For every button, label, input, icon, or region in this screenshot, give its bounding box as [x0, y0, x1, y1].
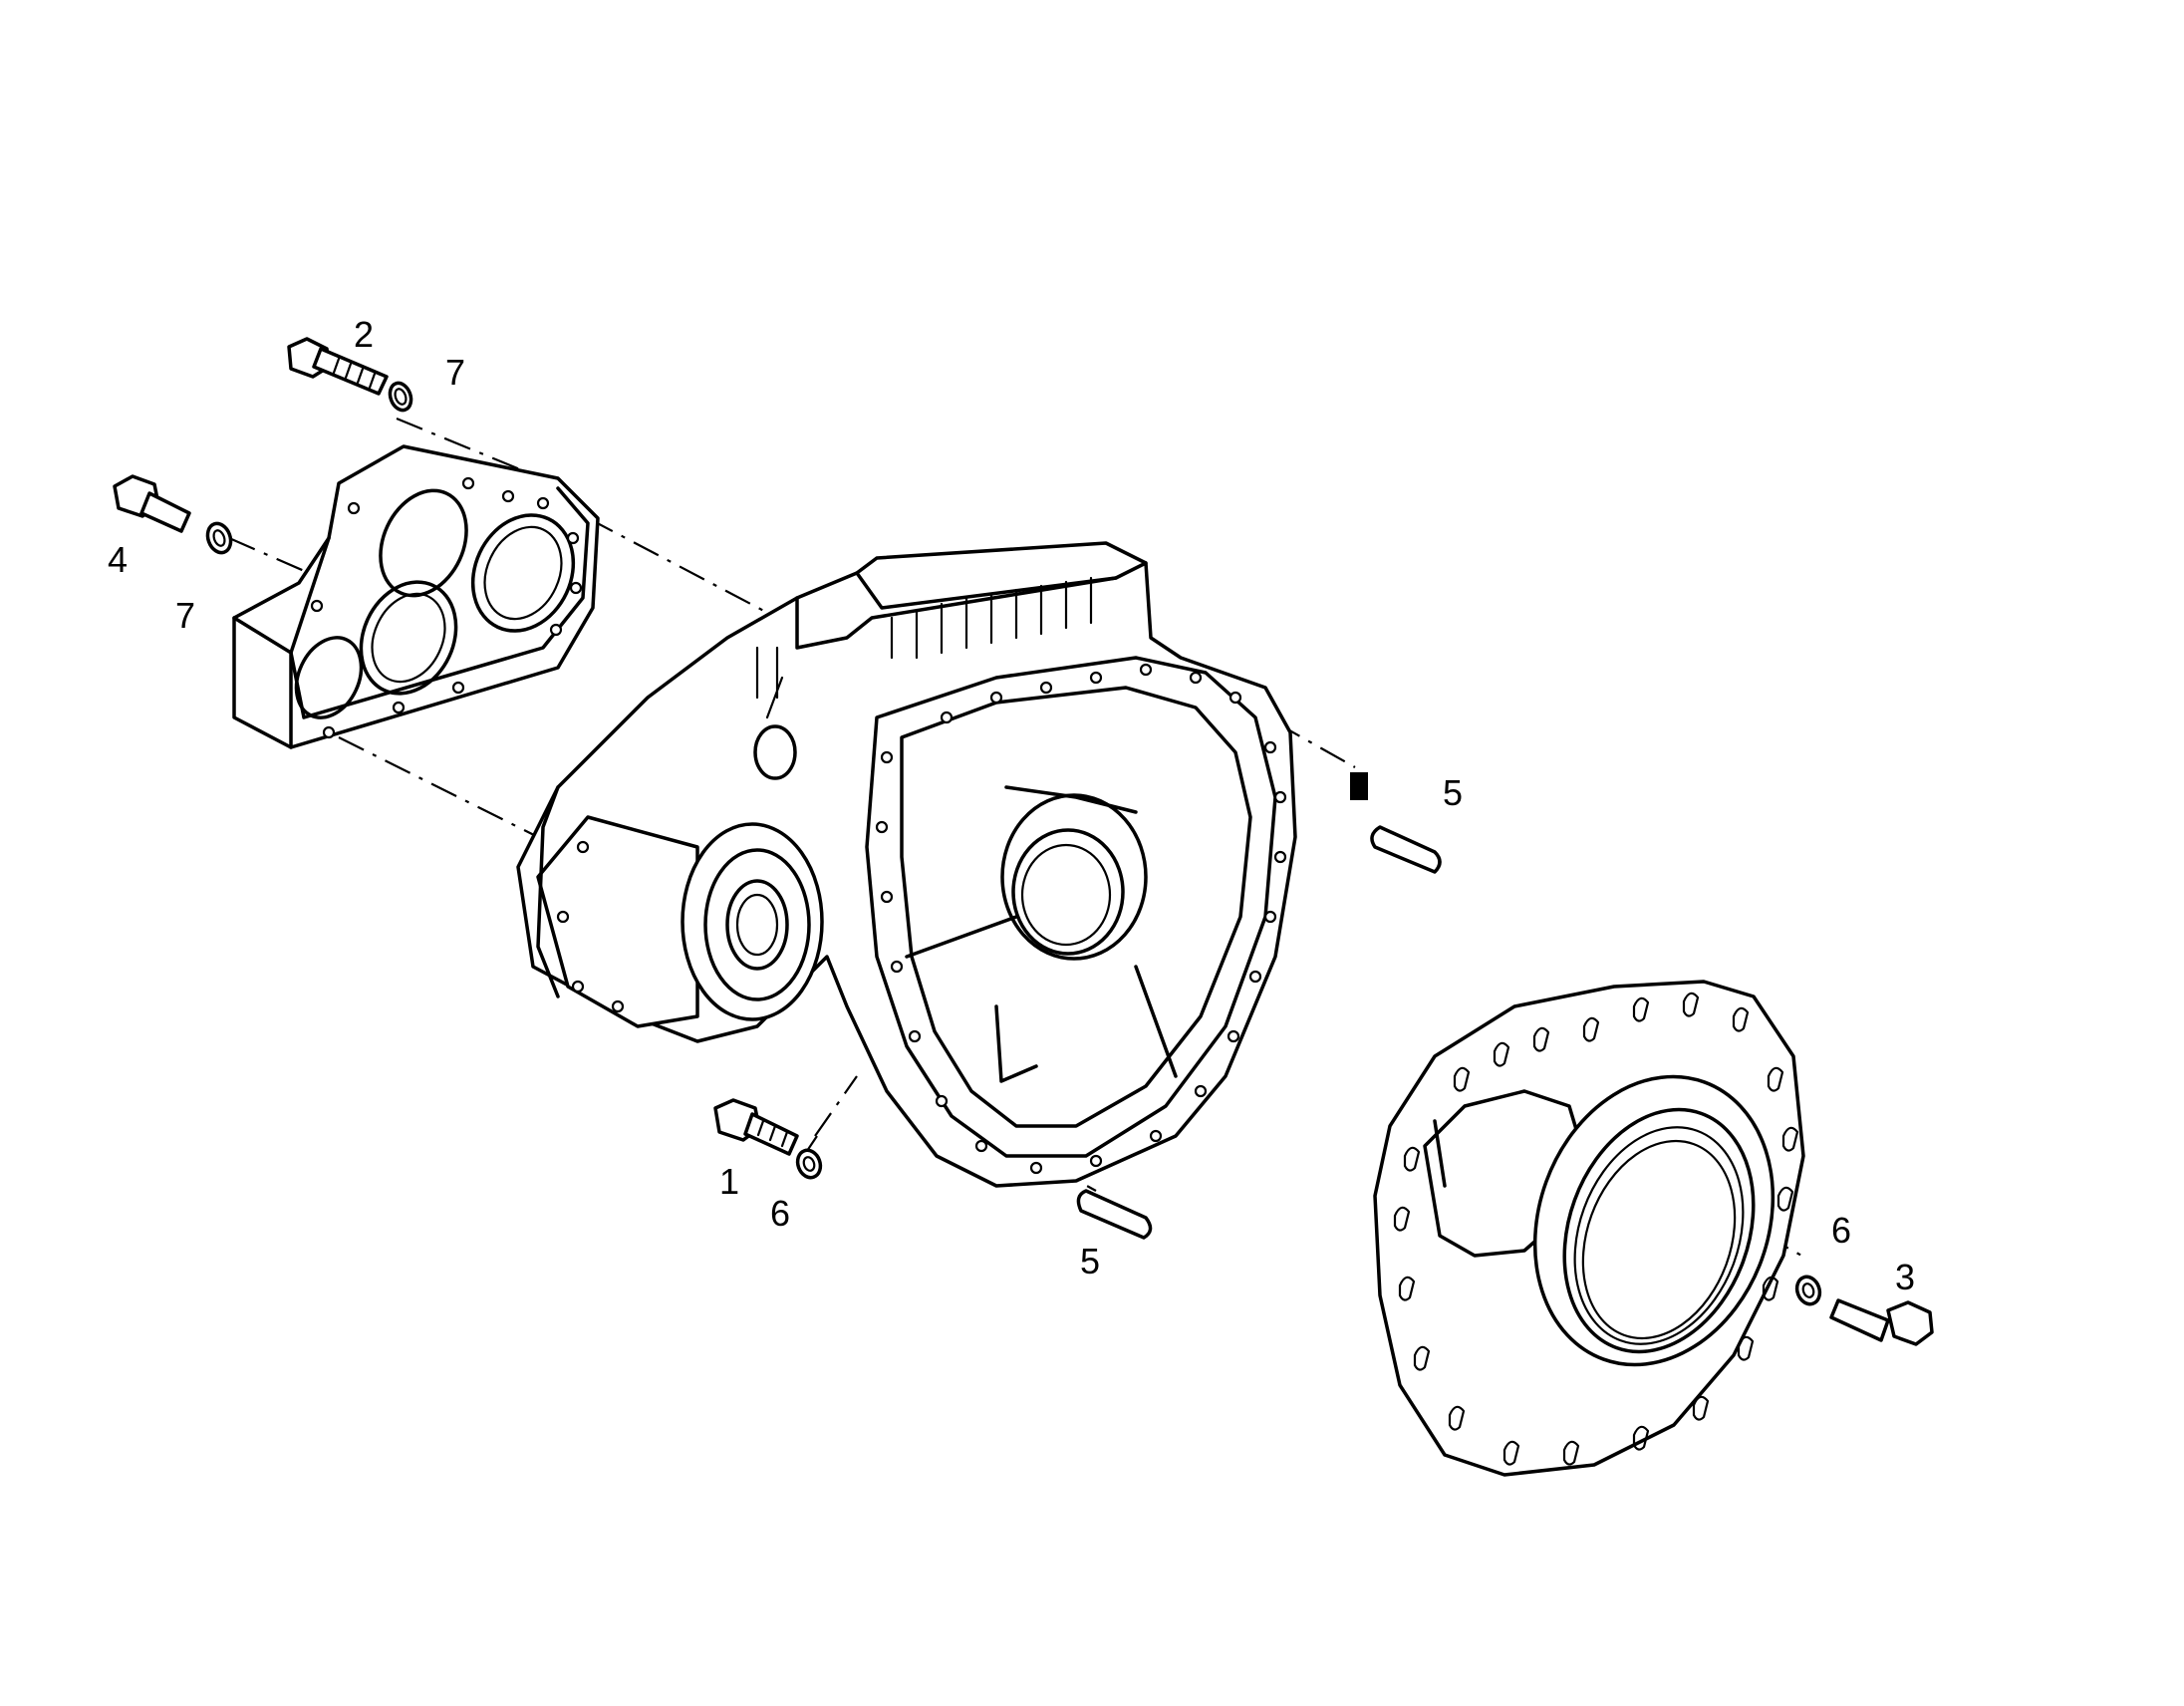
callout-4: 4 [108, 539, 128, 580]
callout-5-lower: 5 [1080, 1241, 1100, 1281]
callout-labels: 2 7 4 7 5 1 6 5 6 3 [108, 314, 1915, 1297]
washer-7-left [205, 521, 233, 555]
washer-6-left [795, 1148, 823, 1180]
callout-1: 1 [719, 1161, 739, 1202]
bolt-4 [113, 474, 191, 533]
callout-7-top: 7 [445, 352, 465, 393]
callout-5-upper: 5 [1443, 772, 1463, 813]
housing-bolt-holes [556, 663, 1287, 1175]
front-cover-plate [232, 444, 600, 749]
callout-6-right: 6 [1831, 1210, 1851, 1251]
transmission-housing [516, 541, 1297, 1188]
bolt-2 [287, 337, 389, 396]
bolt-1 [713, 1098, 799, 1156]
callout-2: 2 [354, 314, 374, 355]
dowel-pin-5-lower [1076, 1189, 1153, 1240]
dowel-pin-5-upper [1350, 772, 1442, 874]
rear-cover-slots [1393, 992, 1799, 1466]
rear-cover [1373, 980, 1805, 1477]
callout-7-left: 7 [175, 595, 195, 636]
washer-7-top [388, 381, 413, 413]
marker-block [1350, 772, 1368, 800]
bolt-3 [1829, 1298, 1934, 1346]
callout-6-left: 6 [770, 1193, 790, 1234]
housing-ribs [890, 576, 1093, 660]
washer-6-right [1794, 1275, 1822, 1306]
callout-3: 3 [1895, 1257, 1915, 1297]
